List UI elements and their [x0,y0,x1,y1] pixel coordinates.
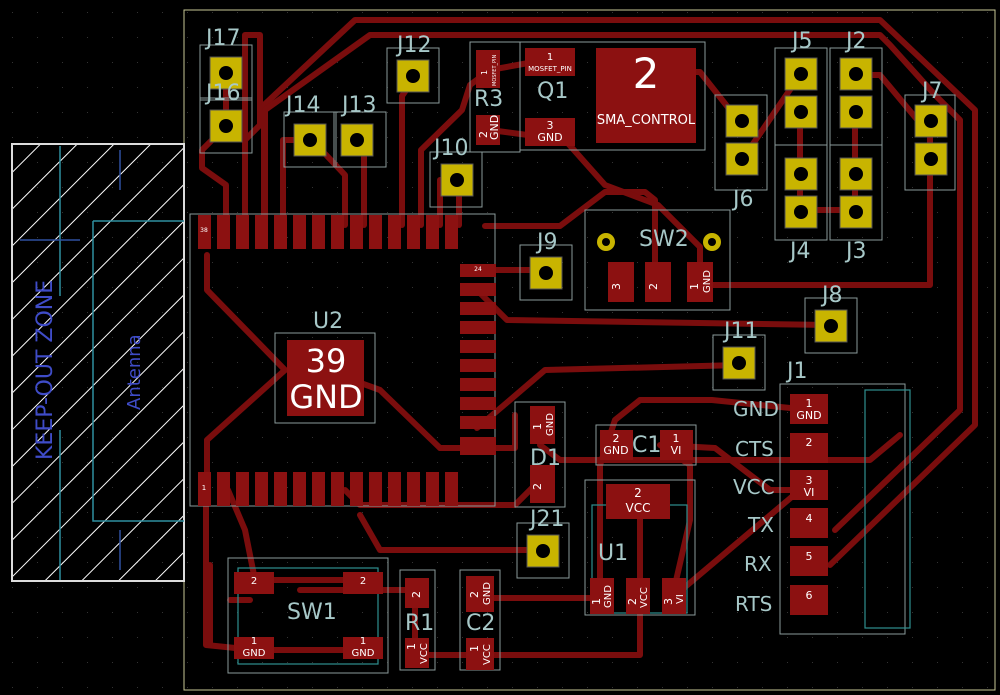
sw2-pin2: 2 [647,283,660,290]
ref-j1: J1 [785,359,808,384]
ref-j13: J13 [340,93,376,118]
u2-bottom-pin-label: 1 [202,484,206,492]
d1-pin1: 1 [531,423,544,430]
r1-pin1: 1 [405,643,418,650]
smd-pads [198,48,828,670]
ref-j6: J6 [731,187,754,212]
ref-c1: C1 [632,433,661,458]
r3-pin1-net: MOSFET_PIN [492,54,498,86]
u2-top-pin-label: 38 [200,227,208,234]
j1-pin3-net: VI [804,486,815,499]
ref-j14: J14 [284,93,320,118]
q1-pin3-net: GND [537,131,562,144]
ref-j3: J3 [844,239,867,264]
j1-name-tx: TX [747,513,774,537]
j1-name-rx: RX [744,552,772,576]
r1-pin2: 2 [410,591,423,598]
c2-pin1: 1 [468,645,481,652]
ref-j11: J11 [722,319,758,344]
sw2-pin3: 3 [610,283,623,290]
ref-j12: J12 [395,33,431,58]
u2-right-pin-label: 24 [474,266,482,273]
u1-pin2-net: VCC [639,587,650,608]
j1-pin1-num: 1 [806,397,813,410]
r3-pin1: 1 [480,70,489,75]
ref-designators: J17 J16 J14 J13 J12 J10 J9 J8 J11 J21 J5… [204,26,943,636]
antenna-label: Antenna [124,334,145,410]
j1-pin6-num: 6 [806,589,813,602]
ref-r1: R1 [405,611,434,636]
q1-pin2-net: SMA_CONTROL [597,113,696,128]
ref-j16: J16 [204,81,240,106]
d1-pin1-net: GND [545,413,556,436]
ref-j8: J8 [820,283,843,308]
u1-tab-net: VCC [626,501,651,515]
u1-pin3-net: VI [675,594,686,604]
j1-pin-names: GND CTS VCC TX RX RTS [733,397,779,616]
rotated-pad-labels: 2 GND 1 MOSFET_PIN 1 GND 2 3 1 GND 2 1 G… [405,54,713,665]
ref-c2: C2 [466,611,495,636]
q1-pin1-net: MOSFET_PIN [528,65,572,73]
thru-holes [209,56,948,568]
j1-pin5-num: 5 [806,550,813,563]
ref-r3: R3 [474,87,503,112]
c2-pin2: 2 [468,591,481,598]
j1-name-vcc: VCC [733,475,775,499]
j1-pin1-net: GND [796,409,821,422]
c1-pin1-num: 1 [673,432,680,445]
u2-gnd-net: GND [289,378,362,416]
u1-pin3: 3 [662,598,675,605]
sw1-pin1b-net: GND [352,648,375,659]
sw2-pin1: 1 [688,283,701,290]
ref-j9: J9 [535,230,558,255]
d1-pin2: 2 [531,483,544,490]
c1-pin1-net: VI [671,444,682,457]
q1-pin3-num: 3 [547,119,554,132]
r3-pin2-net: GND [488,115,501,140]
u1-pin1: 1 [590,598,603,605]
ref-j7: J7 [920,79,943,104]
keepout-zone: KEEP-OUT ZONE Antenna [11,143,185,582]
j1-name-cts: CTS [735,437,774,461]
ref-u2: U2 [313,309,343,334]
ref-j10: J10 [432,136,468,161]
sw1-pin2-num: 2 [251,576,257,587]
c1-pin2-net: GND [603,444,628,457]
ref-j17: J17 [204,26,240,51]
c2-pin1-net: VCC [482,644,493,665]
j1-name-gnd: GND [733,397,779,421]
sw1-pin2b-num: 2 [360,576,366,587]
sw1-pin1-net: GND [243,648,266,659]
keepout-label: KEEP-OUT ZONE [33,280,58,460]
ref-j2: J2 [844,29,867,54]
ref-j4: J4 [788,239,811,264]
ref-sw1: SW1 [287,600,337,625]
j1-name-rts: RTS [735,592,772,616]
pad-labels: 39 GND 2 SMA_CONTROL 1 MOSFET_PIN 3 GND … [200,49,821,659]
sw1-pin1-num: 1 [251,636,257,647]
u2-gnd-num: 39 [306,342,347,380]
u1-tab-num: 2 [634,486,642,500]
sw2-pin1-net: GND [702,270,713,293]
ref-q1: Q1 [537,79,568,104]
u1-pin2: 2 [626,598,639,605]
ref-u1: U1 [598,541,628,566]
sw1-pin1b-num: 1 [360,636,366,647]
ref-sw2: SW2 [639,227,689,252]
ref-j5: J5 [790,29,813,54]
q1-pin2-num: 2 [633,49,660,98]
q1-pin1-num: 1 [547,52,553,63]
j1-pin2-num: 2 [806,436,813,449]
j1-pin4-num: 4 [806,512,813,525]
ref-j21: J21 [528,507,564,532]
ref-d1: D1 [530,446,561,471]
j1-pin3-num: 3 [806,474,813,487]
c2-pin2-net: GND [482,582,493,605]
r1-pin1-net: VCC [419,643,430,664]
r3-pin2: 2 [477,131,490,138]
c1-pin2-num: 2 [613,432,620,445]
u1-pin1-net: GND [603,585,614,608]
